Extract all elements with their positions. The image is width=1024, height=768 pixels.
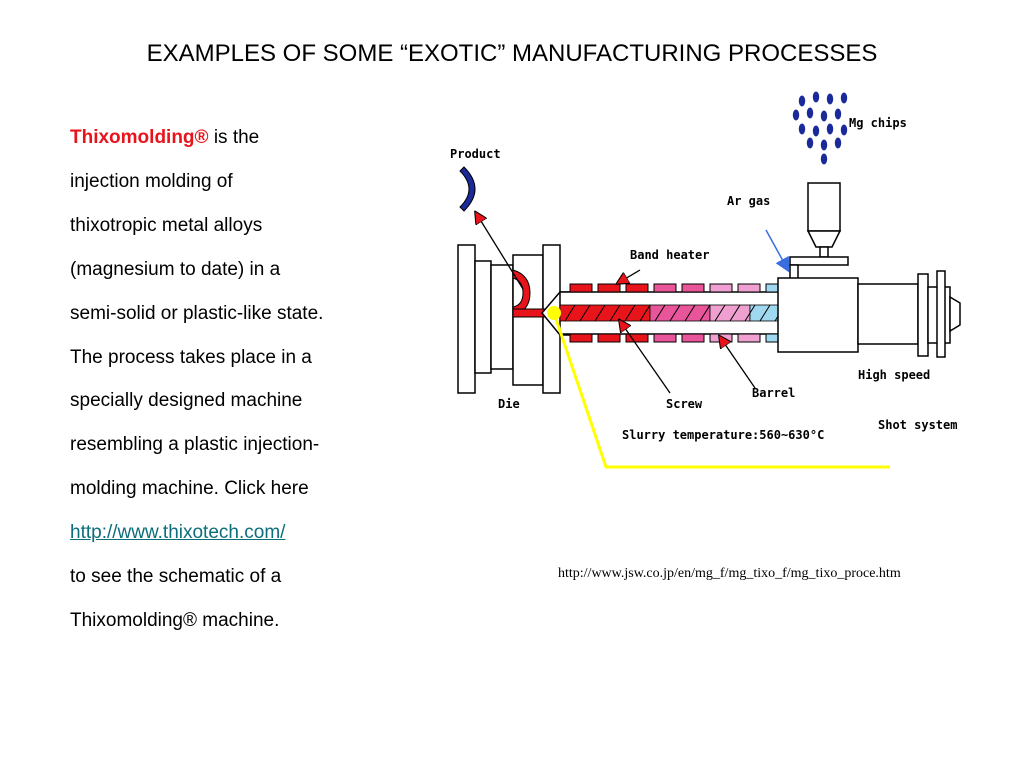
mg-chip	[826, 123, 834, 135]
mg-chip	[820, 153, 828, 165]
mg-chip	[798, 123, 806, 135]
arrow-product	[476, 213, 524, 290]
arrow-barrel	[720, 337, 756, 389]
label-ar-gas: Ar gas	[727, 194, 770, 208]
thixomolding-diagram: Product Mg chips Ar gas Band heater Die …	[450, 91, 961, 469]
die-cavity	[512, 269, 531, 316]
label-mg-chips: Mg chips	[849, 116, 907, 130]
mg-chip	[840, 124, 848, 136]
shot-system	[777, 270, 961, 358]
slide-title: EXAMPLES OF SOME “EXOTIC” MANUFACTURING …	[146, 40, 878, 67]
label-product: Product	[450, 147, 501, 161]
brand-name: Thixomolding®	[70, 127, 209, 148]
label-high-speed: High speed	[858, 368, 930, 382]
mg-chip	[806, 107, 814, 119]
label-die: Die	[498, 397, 520, 411]
body-text: Thixomolding® is the injection molding o…	[70, 116, 390, 643]
mg-chip	[826, 93, 834, 105]
thixotech-link[interactable]: http://www.thixotech.com/	[70, 522, 286, 544]
arrow-ar-gas	[765, 229, 790, 273]
source-url: http://www.jsw.co.jp/en/mg_f/mg_tixo_f/m…	[558, 566, 901, 581]
body-line-4: (magnesium to date) in a	[70, 258, 281, 280]
mg-chip	[812, 125, 820, 137]
body-line-11: to see the schematic of a	[70, 566, 282, 588]
slurry-leader-line	[552, 312, 890, 469]
body-line-12: Thixomolding® machine.	[70, 609, 280, 631]
body-line-10: http://www.thixotech.com/	[70, 511, 390, 555]
mg-chip	[792, 109, 800, 121]
body-line-2: injection molding of	[70, 170, 233, 192]
body-line-5: semi-solid or plastic-like state.	[70, 302, 324, 324]
body-line-7: specially designed machine	[70, 390, 303, 412]
mg-chip	[820, 110, 828, 122]
mg-chip	[798, 95, 806, 107]
body-line-9: molding machine. Click here	[70, 478, 309, 500]
mg-chips	[792, 91, 848, 165]
mg-chip	[834, 108, 842, 120]
body-line-1: Thixomolding® is the	[70, 116, 390, 160]
label-barrel: Barrel	[752, 386, 795, 400]
label-band-heater: Band heater	[630, 248, 709, 262]
arrow-band-heater	[618, 269, 641, 283]
mg-chip	[812, 91, 820, 103]
label-screw: Screw	[666, 397, 703, 411]
label-shot-system: Shot system	[878, 418, 957, 432]
mg-chip	[806, 137, 814, 149]
body-line-6: The process takes place in a	[70, 346, 312, 368]
label-slurry-temperature: Slurry temperature:560~630°C	[622, 428, 824, 442]
mg-chip	[834, 137, 842, 149]
product-part	[459, 166, 476, 212]
arrow-screw	[620, 321, 671, 394]
body-line-1-rest: is the	[208, 127, 260, 148]
mg-chip	[840, 92, 848, 104]
hopper	[789, 182, 849, 280]
slurry-point	[547, 306, 561, 320]
mg-chip	[820, 139, 828, 151]
body-line-8: resembling a plastic injection-	[70, 434, 320, 456]
body-line-3: thixotropic metal alloys	[70, 214, 263, 236]
